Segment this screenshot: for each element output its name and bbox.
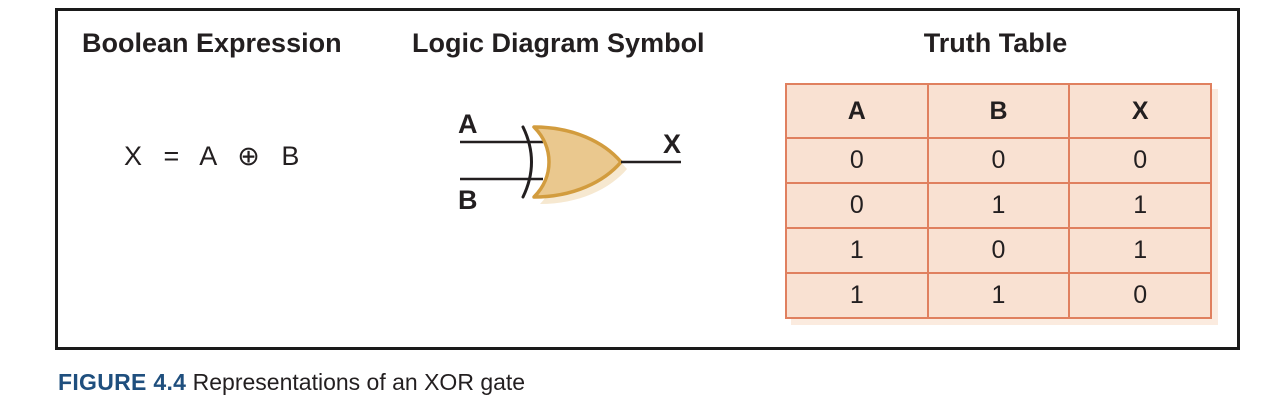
truth-table-header-row: A B X [785, 83, 1212, 139]
truth-table-cell: 1 [1068, 182, 1212, 229]
figure-caption-text: Representations of an XOR gate [192, 369, 526, 395]
truth-table-header-b: B [926, 83, 1071, 139]
truth-table-cell: 0 [785, 137, 929, 184]
gate-input-b-label: B [458, 185, 478, 215]
figure-caption-label: FIGURE 4.4 [58, 369, 187, 395]
truth-table-cell: 0 [926, 227, 1071, 274]
truth-table-cell: 0 [1068, 137, 1212, 184]
truth-table-header-x: X [1068, 83, 1212, 139]
truth-table-row: 0 1 1 [785, 182, 1212, 229]
truth-table: A B X 0 0 0 0 1 1 1 0 [785, 83, 1212, 319]
truth-table-cell: 0 [926, 137, 1071, 184]
truth-table-cell: 1 [785, 227, 929, 274]
truth-table-cell: 1 [1068, 227, 1212, 274]
boolean-expression-title: Boolean Expression [82, 28, 342, 58]
or-gate-body [532, 125, 623, 199]
truth-table-cell: 0 [785, 182, 929, 229]
truth-table-row: 0 0 0 [785, 137, 1212, 184]
truth-table-row: 1 0 1 [785, 227, 1212, 274]
figure-caption: FIGURE 4.4 Representations of an XOR gat… [58, 369, 525, 396]
xor-input-arc [521, 125, 533, 199]
gate-input-a-label: A [458, 109, 478, 139]
figure-panel: Boolean Expression Logic Diagram Symbol … [55, 8, 1240, 350]
truth-table-cell: 0 [1068, 272, 1212, 319]
truth-table-header-a: A [785, 83, 929, 139]
truth-table-cell: 1 [926, 182, 1071, 229]
truth-table-row: 1 1 0 [785, 272, 1212, 319]
logic-diagram-symbol-title: Logic Diagram Symbol [412, 28, 705, 58]
gate-output-x-label: X [663, 129, 681, 159]
xor-gate-diagram: A B X [458, 109, 681, 215]
truth-table-cell: 1 [926, 272, 1071, 319]
truth-table-cell: 1 [785, 272, 929, 319]
boolean-expression-formula: X = A ⊕ B [124, 141, 301, 171]
truth-table-title: Truth Table [923, 28, 1068, 58]
